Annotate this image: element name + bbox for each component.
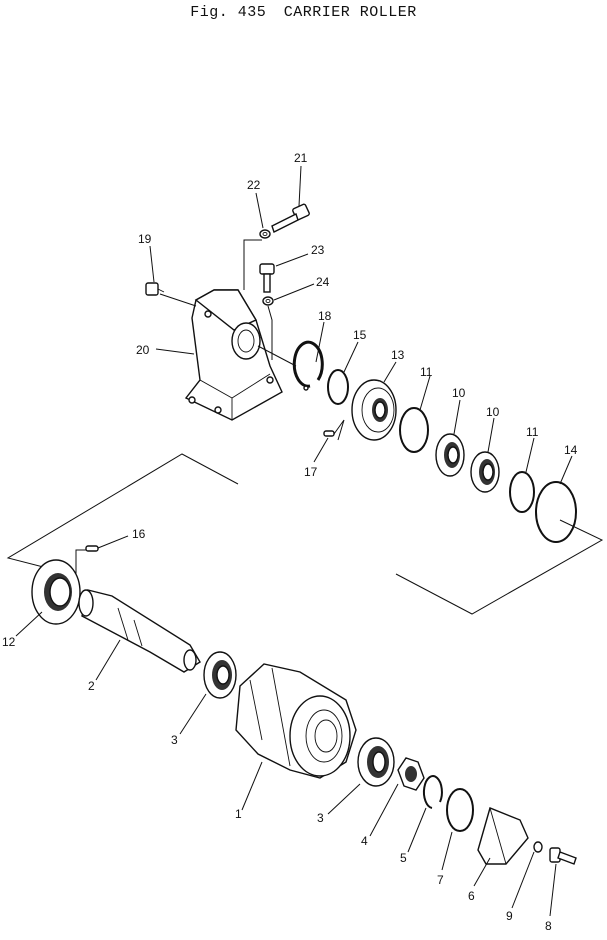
callout-24: 24	[316, 275, 330, 289]
roller-part-1	[235, 663, 357, 779]
callout-2: 2	[88, 679, 95, 693]
cover-part-6	[477, 807, 529, 865]
callout-10-first: 10	[452, 386, 466, 400]
pin-part-16	[85, 545, 99, 552]
callout-7: 7	[437, 873, 444, 887]
callout-23: 23	[311, 243, 325, 257]
callout-3-upper: 3	[171, 733, 178, 747]
figure-name: CARRIER ROLLER	[283, 4, 417, 21]
washer-part-24	[262, 296, 274, 306]
callout-1: 1	[235, 807, 242, 821]
bolt-part-21	[271, 203, 310, 233]
bearing-part-3-upper	[203, 651, 237, 699]
seal-part-10-first	[435, 433, 465, 477]
callout-19: 19	[138, 232, 152, 246]
snap-ring-part-18	[292, 340, 324, 391]
callout-3-lower: 3	[317, 811, 324, 825]
o-ring-part-11-lower	[509, 471, 535, 513]
o-ring-part-14	[535, 481, 577, 543]
seal-part-12	[31, 559, 81, 625]
callout-20: 20	[136, 343, 150, 357]
callout-14: 14	[564, 443, 578, 457]
callout-16: 16	[132, 527, 146, 541]
callout-8: 8	[545, 919, 552, 933]
callout-15: 15	[353, 328, 367, 342]
o-ring-part-11-upper	[399, 407, 429, 453]
callout-5: 5	[400, 851, 407, 865]
figure-number: Fig. 435	[190, 4, 267, 21]
callout-10-second: 10	[486, 405, 500, 419]
leader-lines	[15, 165, 573, 917]
bolt-part-8	[549, 847, 577, 865]
nut-part-4	[397, 757, 425, 791]
callout-9: 9	[506, 909, 513, 923]
figure-title: Fig. 435 CARRIER ROLLER	[0, 4, 607, 21]
bracket-part-20	[184, 289, 283, 421]
seal-part-13	[351, 379, 397, 441]
snap-ring-part-5	[422, 775, 443, 809]
callout-22: 22	[247, 178, 261, 192]
seal-part-10-second	[470, 451, 500, 493]
callout-4: 4	[361, 834, 368, 848]
bearing-part-3-lower	[357, 737, 395, 787]
bolt-part-19	[145, 282, 165, 296]
washer-part-9	[533, 841, 543, 853]
assembly-outline-right	[395, 519, 604, 615]
bolt-part-23	[259, 263, 275, 293]
callout-labels: 21 22 23 24 19 20 18 15 13 17 11 10 10 1…	[2, 151, 578, 933]
callout-11-lower: 11	[526, 425, 539, 439]
pin-part-17	[323, 430, 335, 437]
callout-17: 17	[304, 465, 318, 479]
o-ring-part-15	[327, 369, 349, 405]
shaft-part-2	[78, 589, 201, 673]
callout-13: 13	[391, 348, 405, 362]
assembly-outline	[6, 453, 239, 571]
o-ring-part-7	[446, 788, 474, 832]
callout-18: 18	[318, 309, 332, 323]
callout-21: 21	[294, 151, 308, 165]
callout-12: 12	[2, 635, 16, 649]
callout-6: 6	[468, 889, 475, 903]
callout-11-upper: 11	[420, 365, 433, 379]
washer-part-22	[259, 229, 271, 239]
